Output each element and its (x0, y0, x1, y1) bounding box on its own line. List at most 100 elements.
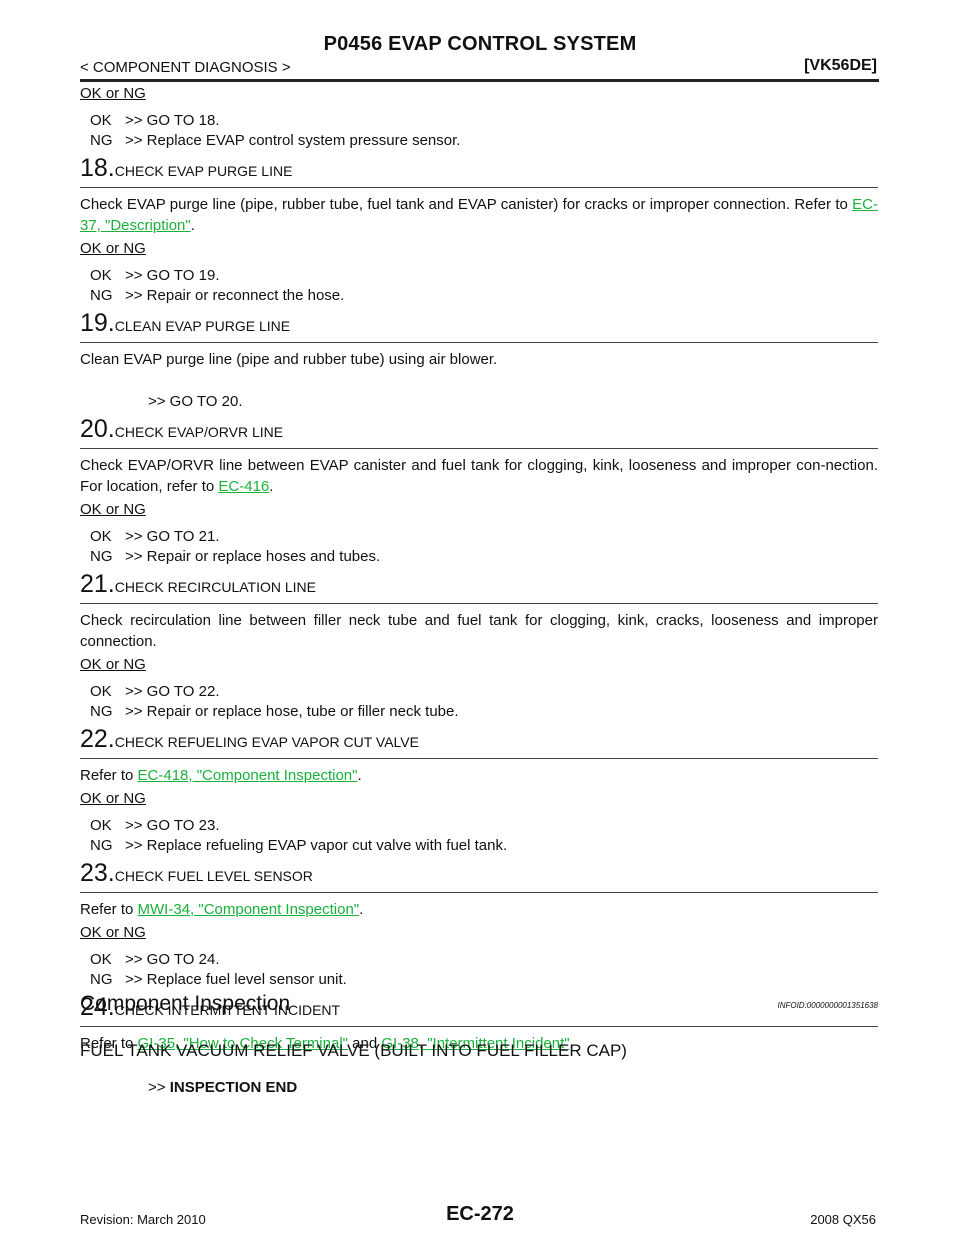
description-text: Check EVAP purge line (pipe, rubber tube… (80, 196, 853, 213)
result-line: NG >> Replace EVAP control system pressur… (80, 131, 878, 151)
ok-ng-label: OK or NG (80, 240, 146, 257)
result-text: >> Repair or replace hoses and tubes. (125, 548, 381, 565)
reference-link[interactable]: EC-418, "Component Inspection" (137, 767, 358, 784)
result-line: OK >> GO TO 23. (80, 816, 878, 836)
result-text: >> GO TO 21. (125, 528, 220, 545)
end-prefix: >> (148, 1079, 170, 1096)
step-description: Clean EVAP purge line (pipe and rubber t… (80, 349, 878, 370)
step-description: Refer to MWI-34, "Component Inspection". (80, 899, 878, 920)
result-line: OK >> GO TO 22. (80, 682, 878, 702)
description-text: Check recirculation line between filler … (80, 612, 878, 650)
description-text: . (269, 478, 274, 495)
step-heading: 18.CHECK EVAP PURGE LINE (80, 154, 878, 188)
description-text: . (569, 1035, 574, 1052)
step-number: 23. (80, 859, 115, 887)
result-code: NG (90, 971, 113, 988)
result-code: NG (90, 287, 113, 304)
result-line: NG >> Replace refueling EVAP vapor cut va… (80, 836, 878, 856)
reference-link[interactable]: MWI-34, "Component Inspection" (137, 901, 360, 918)
end-text: INSPECTION END (169, 1079, 298, 1096)
result-text: >> GO TO 23. (125, 817, 220, 834)
step-title: CHECK REFUELING EVAP VAPOR CUT VALVE (114, 734, 419, 750)
goto-line: >> GO TO 20. (148, 393, 243, 410)
step-description: Refer to GI-35, "How to Check Terminal" … (80, 1033, 878, 1054)
description-text: Clean EVAP purge line (pipe and rubber t… (80, 351, 498, 368)
inspection-end: >> INSPECTION END (80, 1078, 878, 1098)
reference-link[interactable]: EC-37, "Description" (80, 196, 878, 234)
step-description: Check recirculation line between filler … (80, 610, 878, 652)
result-line: OK >> GO TO 21. (80, 527, 878, 547)
model-year: 2008 QX56 (810, 1212, 876, 1227)
result-code: NG (90, 548, 113, 565)
result-code: OK (90, 951, 112, 968)
step-number: 18. (80, 154, 115, 182)
ok-ng-label: OK or NG (80, 501, 146, 518)
ok-ng-label: OK or NG (80, 85, 146, 102)
description-text: Refer to (80, 901, 138, 918)
step-title: CHECK FUEL LEVEL SENSOR (114, 868, 313, 884)
ok-ng-label: OK or NG (80, 656, 146, 673)
result-code: NG (90, 837, 113, 854)
reference-link[interactable]: GI-35, "How to Check Terminal" (137, 1035, 348, 1052)
step-title: CHECK INTERMITTENT INCIDENT (114, 1002, 341, 1018)
step-heading: 22.CHECK REFUELING EVAP VAPOR CUT VALVE (80, 725, 878, 759)
step-heading: 21.CHECK RECIRCULATION LINE (80, 570, 878, 604)
result-line: NG >> Repair or replace hose, tube or fil… (80, 702, 878, 722)
step-description: Check EVAP purge line (pipe, rubber tube… (80, 194, 878, 236)
result-text: >> GO TO 22. (125, 683, 220, 700)
result-code: OK (90, 528, 112, 545)
result-code: OK (90, 683, 112, 700)
component-subheading: FUEL TANK VACUUM RELIEF VALVE (BUILT INT… (80, 1041, 627, 1060)
result-text: >> Replace fuel level sensor unit. (125, 971, 347, 988)
description-text: and (347, 1035, 382, 1052)
description-text: . (190, 217, 195, 234)
description-text: Check EVAP/ORVR line between EVAP canist… (80, 457, 878, 495)
description-text: Refer to (80, 1035, 138, 1052)
ok-ng-label: OK or NG (80, 790, 146, 807)
step-number: 20. (80, 415, 115, 443)
result-text: >> GO TO 24. (125, 951, 220, 968)
step-heading: 24.CHECK INTERMITTENT INCIDENT (80, 993, 878, 1027)
result-line: OK >> GO TO 18. (80, 111, 878, 131)
page-number: EC-272 (446, 1203, 514, 1225)
result-code: OK (90, 267, 112, 284)
result-code: OK (90, 817, 112, 834)
result-text: >> Replace EVAP control system pressure … (125, 132, 461, 149)
step-title: CHECK EVAP PURGE LINE (114, 163, 293, 179)
header-rule (80, 79, 879, 82)
result-code: OK (90, 112, 112, 129)
step-heading: 20.CHECK EVAP/ORVR LINE (80, 415, 878, 449)
step-heading: 19.CLEAN EVAP PURGE LINE (80, 309, 878, 343)
step-title: CLEAN EVAP PURGE LINE (114, 318, 291, 334)
section-label: < COMPONENT DIAGNOSIS > (80, 59, 291, 76)
step-number: 21. (80, 570, 115, 598)
engine-code: [VK56DE] (804, 57, 877, 74)
component-inspection-heading: Component Inspection (80, 992, 291, 1015)
step-number: 22. (80, 725, 115, 753)
result-text: >> Repair or reconnect the hose. (125, 287, 345, 304)
result-line: NG >> Replace fuel level sensor unit. (80, 970, 878, 990)
reference-link[interactable]: EC-416 (218, 478, 270, 495)
step-title: CHECK RECIRCULATION LINE (114, 579, 316, 595)
result-code: NG (90, 132, 113, 149)
revision-date: Revision: March 2010 (80, 1212, 206, 1227)
step-description: Check EVAP/ORVR line between EVAP canist… (80, 455, 878, 497)
ok-ng-label: OK or NG (80, 924, 146, 941)
result-text: >> Repair or replace hose, tube or fille… (125, 703, 459, 720)
result-line: NG >> Repair or reconnect the hose. (80, 286, 878, 306)
description-text: Refer to (80, 767, 138, 784)
step-number: 24. (80, 993, 115, 1021)
step-heading: 23.CHECK FUEL LEVEL SENSOR (80, 859, 878, 893)
result-text: >> GO TO 18. (125, 112, 220, 129)
result-text: >> GO TO 19. (125, 267, 220, 284)
result-line: NG >> Repair or replace hoses and tubes. (80, 547, 878, 567)
page-title: P0456 EVAP CONTROL SYSTEM (323, 33, 637, 55)
step-number: 19. (80, 309, 115, 337)
step-description: Refer to EC-418, "Component Inspection". (80, 765, 878, 786)
result-text: >> Replace refueling EVAP vapor cut valv… (125, 837, 508, 854)
description-text: . (357, 767, 362, 784)
info-id: INFOID:0000000001351638 (777, 1001, 878, 1010)
result-code: NG (90, 703, 113, 720)
description-text: . (359, 901, 364, 918)
reference-link[interactable]: GI-38, "Intermittent Incident" (381, 1035, 570, 1052)
